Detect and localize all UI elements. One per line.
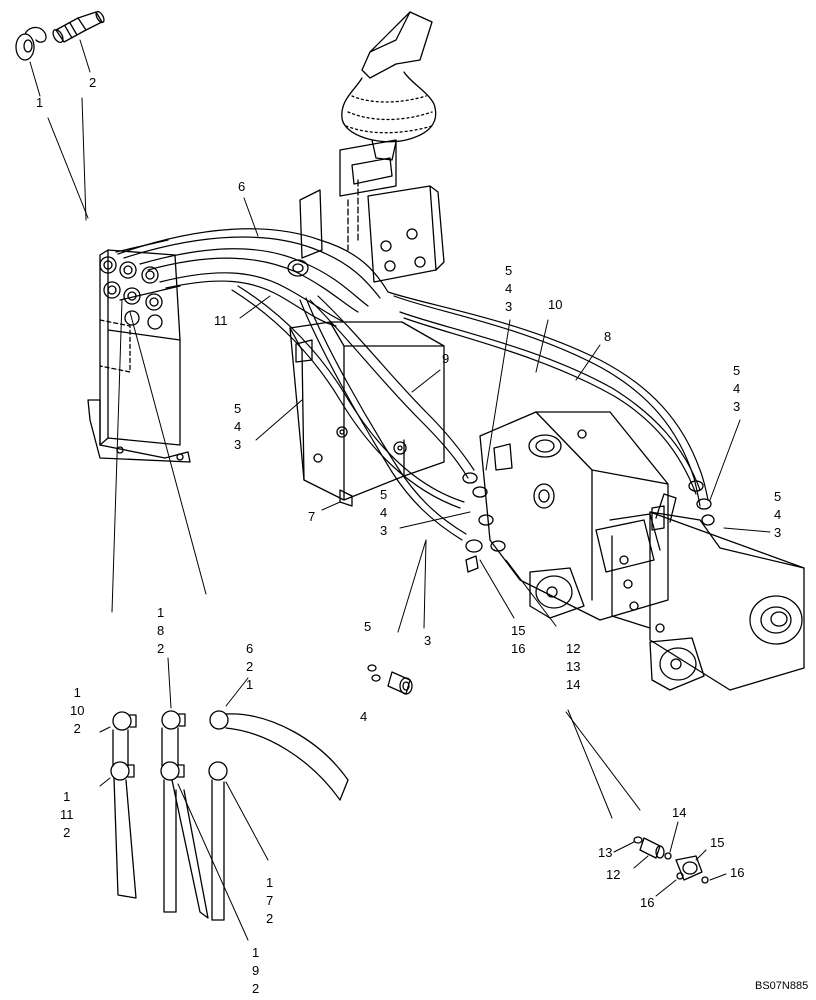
callout-14-detail: 14	[672, 805, 687, 820]
bulkhead-bracket	[87, 249, 191, 463]
callout-12-detail: 12	[606, 867, 621, 882]
callout-6: 6	[238, 179, 246, 194]
callout-10: 10	[548, 297, 563, 312]
detail-leader-lines	[29, 39, 91, 221]
pump-hose-fittings	[462, 443, 715, 573]
callout-5-4-3-e: 5 4 3	[774, 489, 782, 540]
callout-11: 11	[214, 313, 228, 328]
callout-16-detail-left: 16	[640, 895, 655, 910]
callout-1-8-2: 1 8 2	[157, 605, 165, 656]
hose-bundle	[117, 228, 709, 541]
callout-5-4-3-a: 5 4 3	[505, 263, 513, 314]
callout-5-detail: 5	[364, 619, 372, 634]
callout-1-9-2: 1 9 2	[252, 945, 260, 996]
callout-4-detail: 4	[360, 709, 368, 724]
drawing-id: BS07N885	[755, 980, 809, 992]
joystick-boot	[341, 11, 437, 161]
callout-6-2-1: 6 2 1	[246, 641, 254, 692]
control-valve-body	[289, 321, 445, 507]
callout-1-11-2: 1 11 2	[60, 789, 74, 840]
callout-13-detail: 13	[598, 845, 613, 860]
callout-15-detail: 15	[710, 835, 725, 850]
tee-fitting-detail	[613, 821, 727, 897]
hydrostatic-pump	[479, 411, 805, 691]
fitting-detail-345	[367, 664, 413, 695]
callout-5-4-3-b: 5 4 3	[733, 363, 741, 414]
callout-1-10-2: 1 10 2	[70, 685, 85, 736]
dust-cap-part	[15, 26, 47, 61]
callout-2-coupler: 2	[89, 75, 97, 90]
charge-pump-covers	[529, 567, 705, 691]
callout-12-13-14: 12 13 14	[566, 641, 581, 692]
quick-coupler-part	[52, 10, 105, 44]
callout-15-16: 15 16	[511, 623, 526, 656]
hose-end-detail	[99, 657, 349, 941]
leader-lines	[111, 197, 771, 819]
callout-1-7-2: 1 7 2	[266, 875, 274, 926]
callout-9: 9	[442, 351, 450, 366]
callout-5-4-3-d: 5 4 3	[380, 487, 388, 538]
callout-16-detail-right: 16	[730, 865, 745, 880]
pilot-valve-block	[287, 139, 445, 283]
callout-7: 7	[308, 509, 316, 524]
callout-3-detail: 3	[424, 633, 432, 648]
callout-5-4-3-c: 5 4 3	[234, 401, 242, 452]
callout-1-dust-cap: 1	[36, 95, 44, 110]
callout-8: 8	[604, 329, 612, 344]
